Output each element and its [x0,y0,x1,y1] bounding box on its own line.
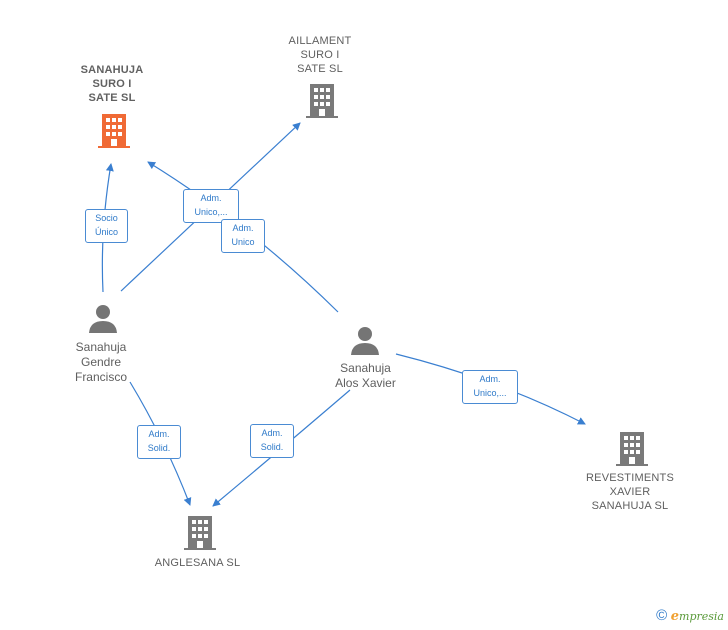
edge-label-adm-unico: Adm. Unico,... [462,370,518,404]
edge-label-socio-unico: Socio Único [85,209,128,243]
person-icon[interactable] [350,325,380,355]
company-sanahuja-suro-name[interactable]: SANAHUJA SURO I SATE SL [80,64,144,104]
edge-label-adm-unico: Adm. Unico,... [183,189,239,223]
building-icon[interactable] [616,432,648,466]
company-aillament-name[interactable]: AILLAMENT SURO I SATE SL [288,35,352,75]
edge-label-adm-solid: Adm. Solid. [250,424,294,458]
edge-label-adm-unico: Adm. Unico [221,219,265,253]
company-anglesana-name[interactable]: ANGLESANA SL [154,557,241,569]
person-gendre-name[interactable]: Sanahuja Gendre Francisco [74,340,127,384]
person-alos-name[interactable]: Sanahuja Alos Xavier [335,361,396,390]
copyright-symbol: © [656,607,668,624]
building-icon[interactable] [98,114,130,148]
brand-name: mpresia [679,610,724,623]
building-icon[interactable] [306,84,338,118]
brand-initial: e [670,609,680,624]
person-icon[interactable] [88,303,118,333]
company-revestiments-name[interactable]: REVESTIMENTS XAVIER SANAHUJA SL [586,472,674,512]
building-icon[interactable] [184,516,216,550]
edge-label-adm-solid: Adm. Solid. [137,425,181,459]
empresia-logo[interactable]: © empresia [656,607,724,624]
